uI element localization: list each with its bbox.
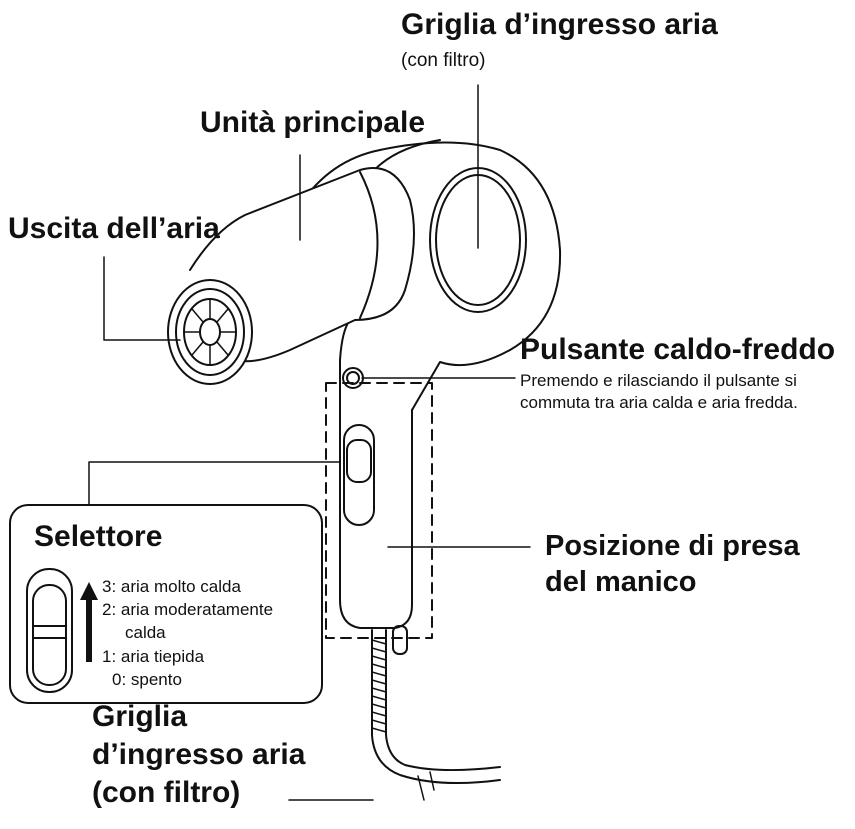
arrow-up-icon — [80, 582, 98, 662]
selector-switch-drawing — [343, 424, 375, 526]
power-cord — [371, 629, 501, 801]
air-outlet-label: Uscita dell’aria — [8, 212, 220, 245]
selector-switch-icon — [26, 568, 73, 693]
air-intake-top-note: (con filtro) — [401, 50, 486, 71]
hot-cold-button-description: Premendo e rilasciando il pulsante si co… — [520, 371, 798, 412]
air-outlet-nozzle — [167, 279, 253, 385]
air-intake-bottom-label-line3: (con filtro) — [92, 776, 241, 809]
air-intake-bottom-label-line1: Griglia — [92, 700, 188, 733]
selector-setting: calda — [125, 623, 166, 642]
selector-title: Selettore — [34, 520, 163, 553]
grip-area-box — [325, 382, 433, 639]
air-intake-top-label: Griglia d’ingresso aria — [401, 8, 718, 41]
grip-position-label-line1: Posizione di presa — [545, 530, 800, 562]
grip-position-label-line2: del manico — [545, 566, 697, 598]
hot-cold-button-label: Pulsante caldo-freddo — [520, 333, 836, 366]
selector-setting: 3: aria molto calda — [102, 577, 241, 596]
air-intake-bottom-label-line2: d’ingresso aria — [92, 738, 306, 771]
selector-setting: 0: spento — [112, 670, 182, 689]
leader-lines — [88, 84, 531, 801]
selector-setting: 2: aria moderatamente — [102, 600, 274, 619]
main-unit-label: Unità principale — [200, 106, 426, 139]
selector-setting: 1: aria tiepida — [102, 647, 205, 666]
